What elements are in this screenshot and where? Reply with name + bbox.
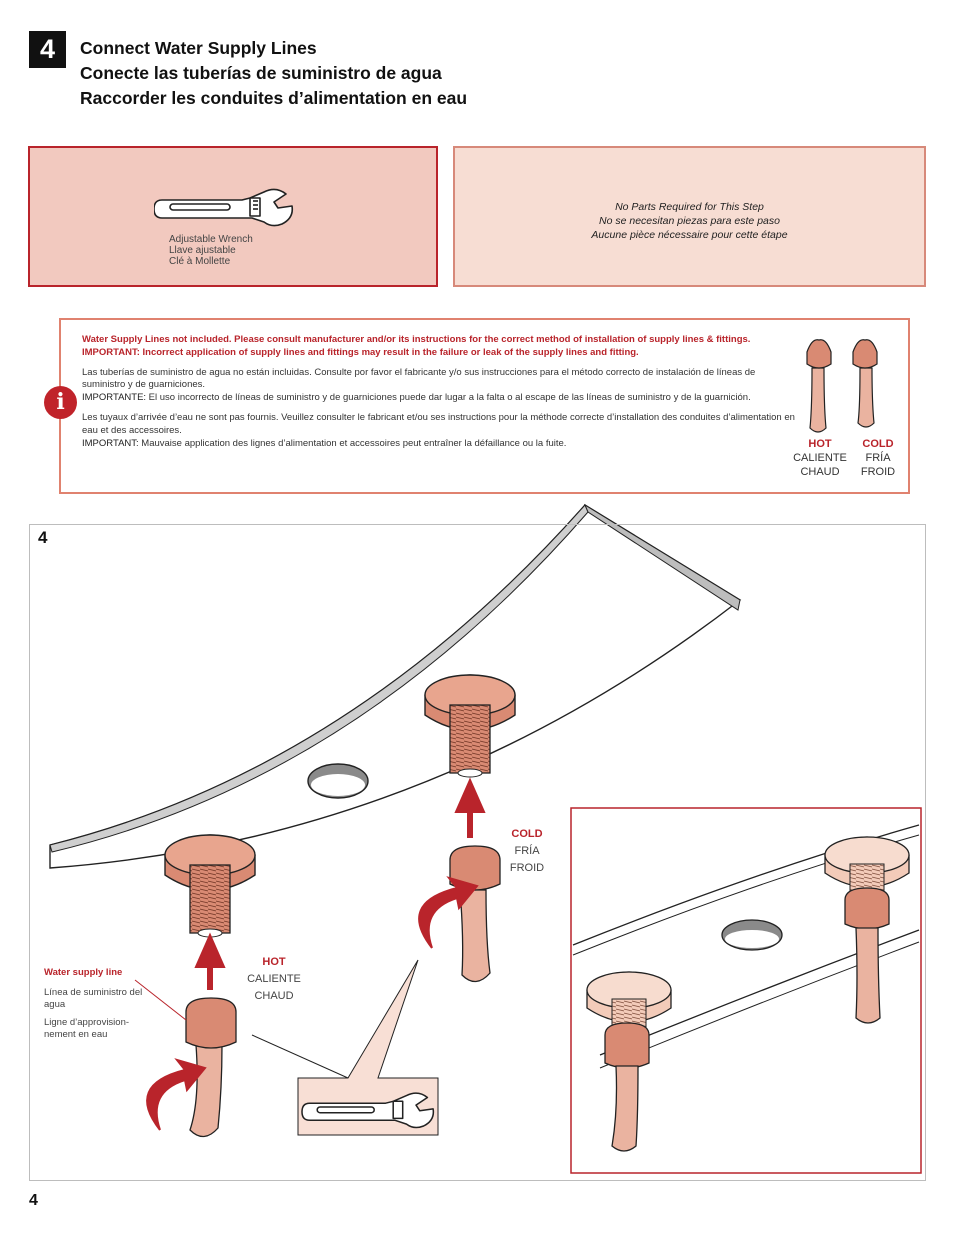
notice-en: Water Supply Lines not included. Please … [82, 334, 797, 360]
inset-detail [570, 807, 922, 1174]
supply-line-label: Water supply line Línea de suministro de… [44, 967, 154, 1047]
figure-cold-fr: FROID [509, 862, 545, 874]
legend-hot-pipe-icon [806, 339, 832, 433]
notice-es: Las tuberías de suministro de agua no es… [82, 367, 797, 405]
legend-cold: COLD FRÍA FROID [848, 437, 908, 479]
title-fr: Raccorder les conduites d’alimentation e… [80, 88, 468, 108]
supply-line-es: Línea de suministro del agua [44, 987, 143, 1010]
notice-box [59, 318, 910, 494]
figure-cold-es: FRÍA [514, 845, 540, 857]
legend-cold-title: COLD [862, 438, 894, 450]
figure-number: 4 [38, 528, 48, 547]
legend-hot: HOT CALIENTE CHAUD [790, 437, 850, 479]
step-badge: 4 [29, 31, 66, 68]
legend-hot-es: CALIENTE [793, 452, 847, 464]
supply-line-leader [134, 979, 187, 1021]
notice-fr-1: Les tuyaux d’arrivée d’eau ne sont pas f… [82, 411, 795, 436]
title-es: Conecte las tuberías de suministro de ag… [80, 63, 442, 83]
up-arrow-cold-icon [454, 777, 486, 838]
tool-label-en: Adjustable Wrench [169, 234, 253, 245]
notice-en-1: Water Supply Lines not included. Please … [82, 334, 751, 345]
parts-text: No Parts Required for This Step No se ne… [455, 200, 924, 242]
hot-valve-nut [164, 834, 256, 938]
parts-box: No Parts Required for This Step No se ne… [453, 146, 926, 287]
legend-hot-fr: CHAUD [800, 466, 840, 478]
rotate-arrow-hot-icon [146, 1058, 207, 1131]
tools-box: Adjustable Wrench Llave ajustable Clé à … [28, 146, 438, 287]
notice-fr-2: Mauvaise application des lignes d’alimen… [138, 437, 567, 449]
step-titles: Connect Water Supply Lines Conecte las t… [80, 36, 467, 111]
tool-label-es: Llave ajustable [169, 245, 236, 256]
page-number: 4 [29, 1192, 38, 1209]
notice-fr-label: IMPORTANT: [82, 437, 139, 449]
figure-hot-fr: CHAUD [254, 990, 294, 1002]
cold-supply-line [449, 845, 501, 983]
rotate-arrow-cold-icon [418, 876, 479, 949]
callout-wrench-icon [301, 1092, 435, 1129]
up-arrow-hot-icon [194, 932, 226, 990]
countertop-shape [49, 503, 742, 869]
figure-hot-label: HOT CALIENTE CHAUD [239, 954, 309, 1005]
parts-fr: Aucune pièce nécessaire pour cette étape [591, 229, 788, 241]
notice-en-2: IMPORTANT: Incorrect application of supp… [82, 346, 639, 358]
info-icon: i [44, 386, 77, 419]
wrench-callout [251, 959, 439, 1136]
figure-hot-title: HOT [262, 956, 286, 968]
notice-es-2: El uso incorrecto de líneas de suministr… [146, 392, 751, 404]
wrench-icon [154, 188, 294, 227]
figure-hot-es: CALIENTE [247, 973, 301, 985]
legend-cold-fr: FROID [860, 466, 896, 478]
notice-es-label: IMPORTANTE: [82, 392, 147, 404]
notice-text: Water Supply Lines not included. Please … [82, 334, 797, 457]
figure-frame [29, 524, 926, 1181]
figure-cold-label: COLD FRÍA FROID [497, 826, 557, 877]
parts-es: No se necesitan piezas para este paso [599, 215, 780, 227]
legend-cold-pipe-icon [852, 339, 878, 428]
supply-line-fr: Ligne d’approvision-nement en eau [44, 1017, 130, 1040]
notice-es-1: Las tuberías de suministro de agua no es… [82, 366, 756, 391]
title-en: Connect Water Supply Lines [80, 38, 317, 58]
legend-hot-title: HOT [808, 438, 832, 450]
tool-label: Adjustable Wrench Llave ajustable Clé à … [169, 234, 253, 267]
tool-label-fr: Clé à Mollette [169, 256, 231, 267]
parts-en: No Parts Required for This Step [615, 201, 764, 213]
notice-fr: Les tuyaux d’arrivée d’eau ne sont pas f… [82, 412, 797, 450]
cold-valve-nut [424, 674, 516, 778]
legend-cold-es: FRÍA [865, 452, 891, 464]
figure-cold-title: COLD [511, 828, 543, 840]
supply-line-title: Water supply line [44, 967, 123, 978]
